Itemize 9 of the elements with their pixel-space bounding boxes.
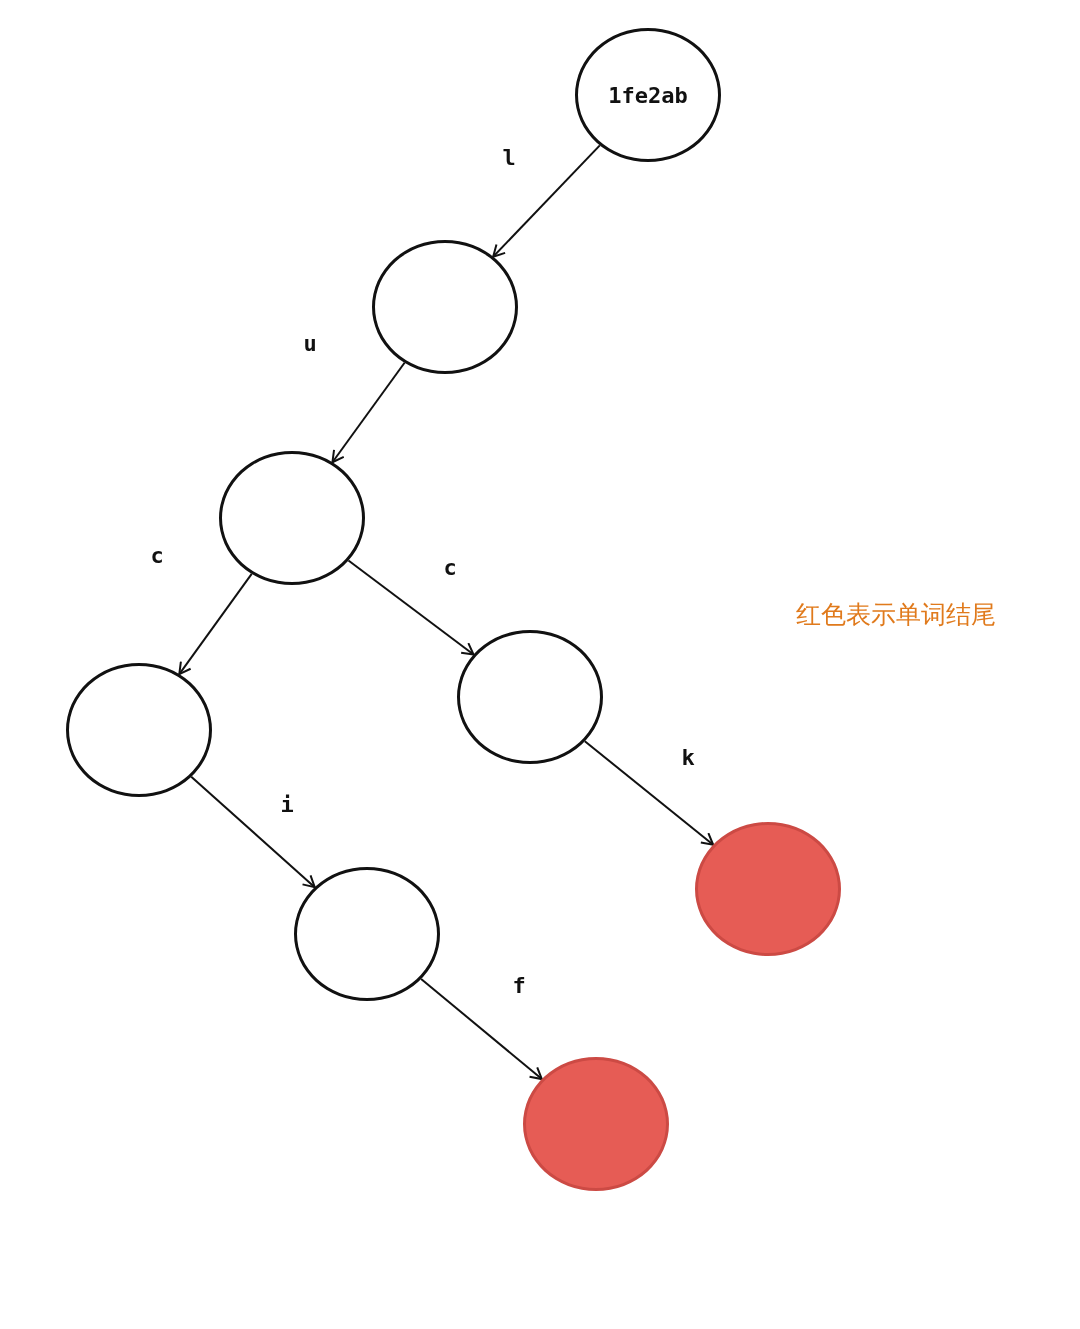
arrow: [347, 559, 475, 656]
arrow: [583, 740, 715, 846]
node-text: 1fe2ab: [608, 81, 688, 110]
arrow: [420, 977, 543, 1081]
arrow: [331, 361, 406, 464]
arrow: [492, 144, 601, 258]
note-text: 红色表示单词结尾: [796, 599, 996, 631]
arrow: [190, 775, 316, 889]
arrow: [178, 572, 253, 676]
